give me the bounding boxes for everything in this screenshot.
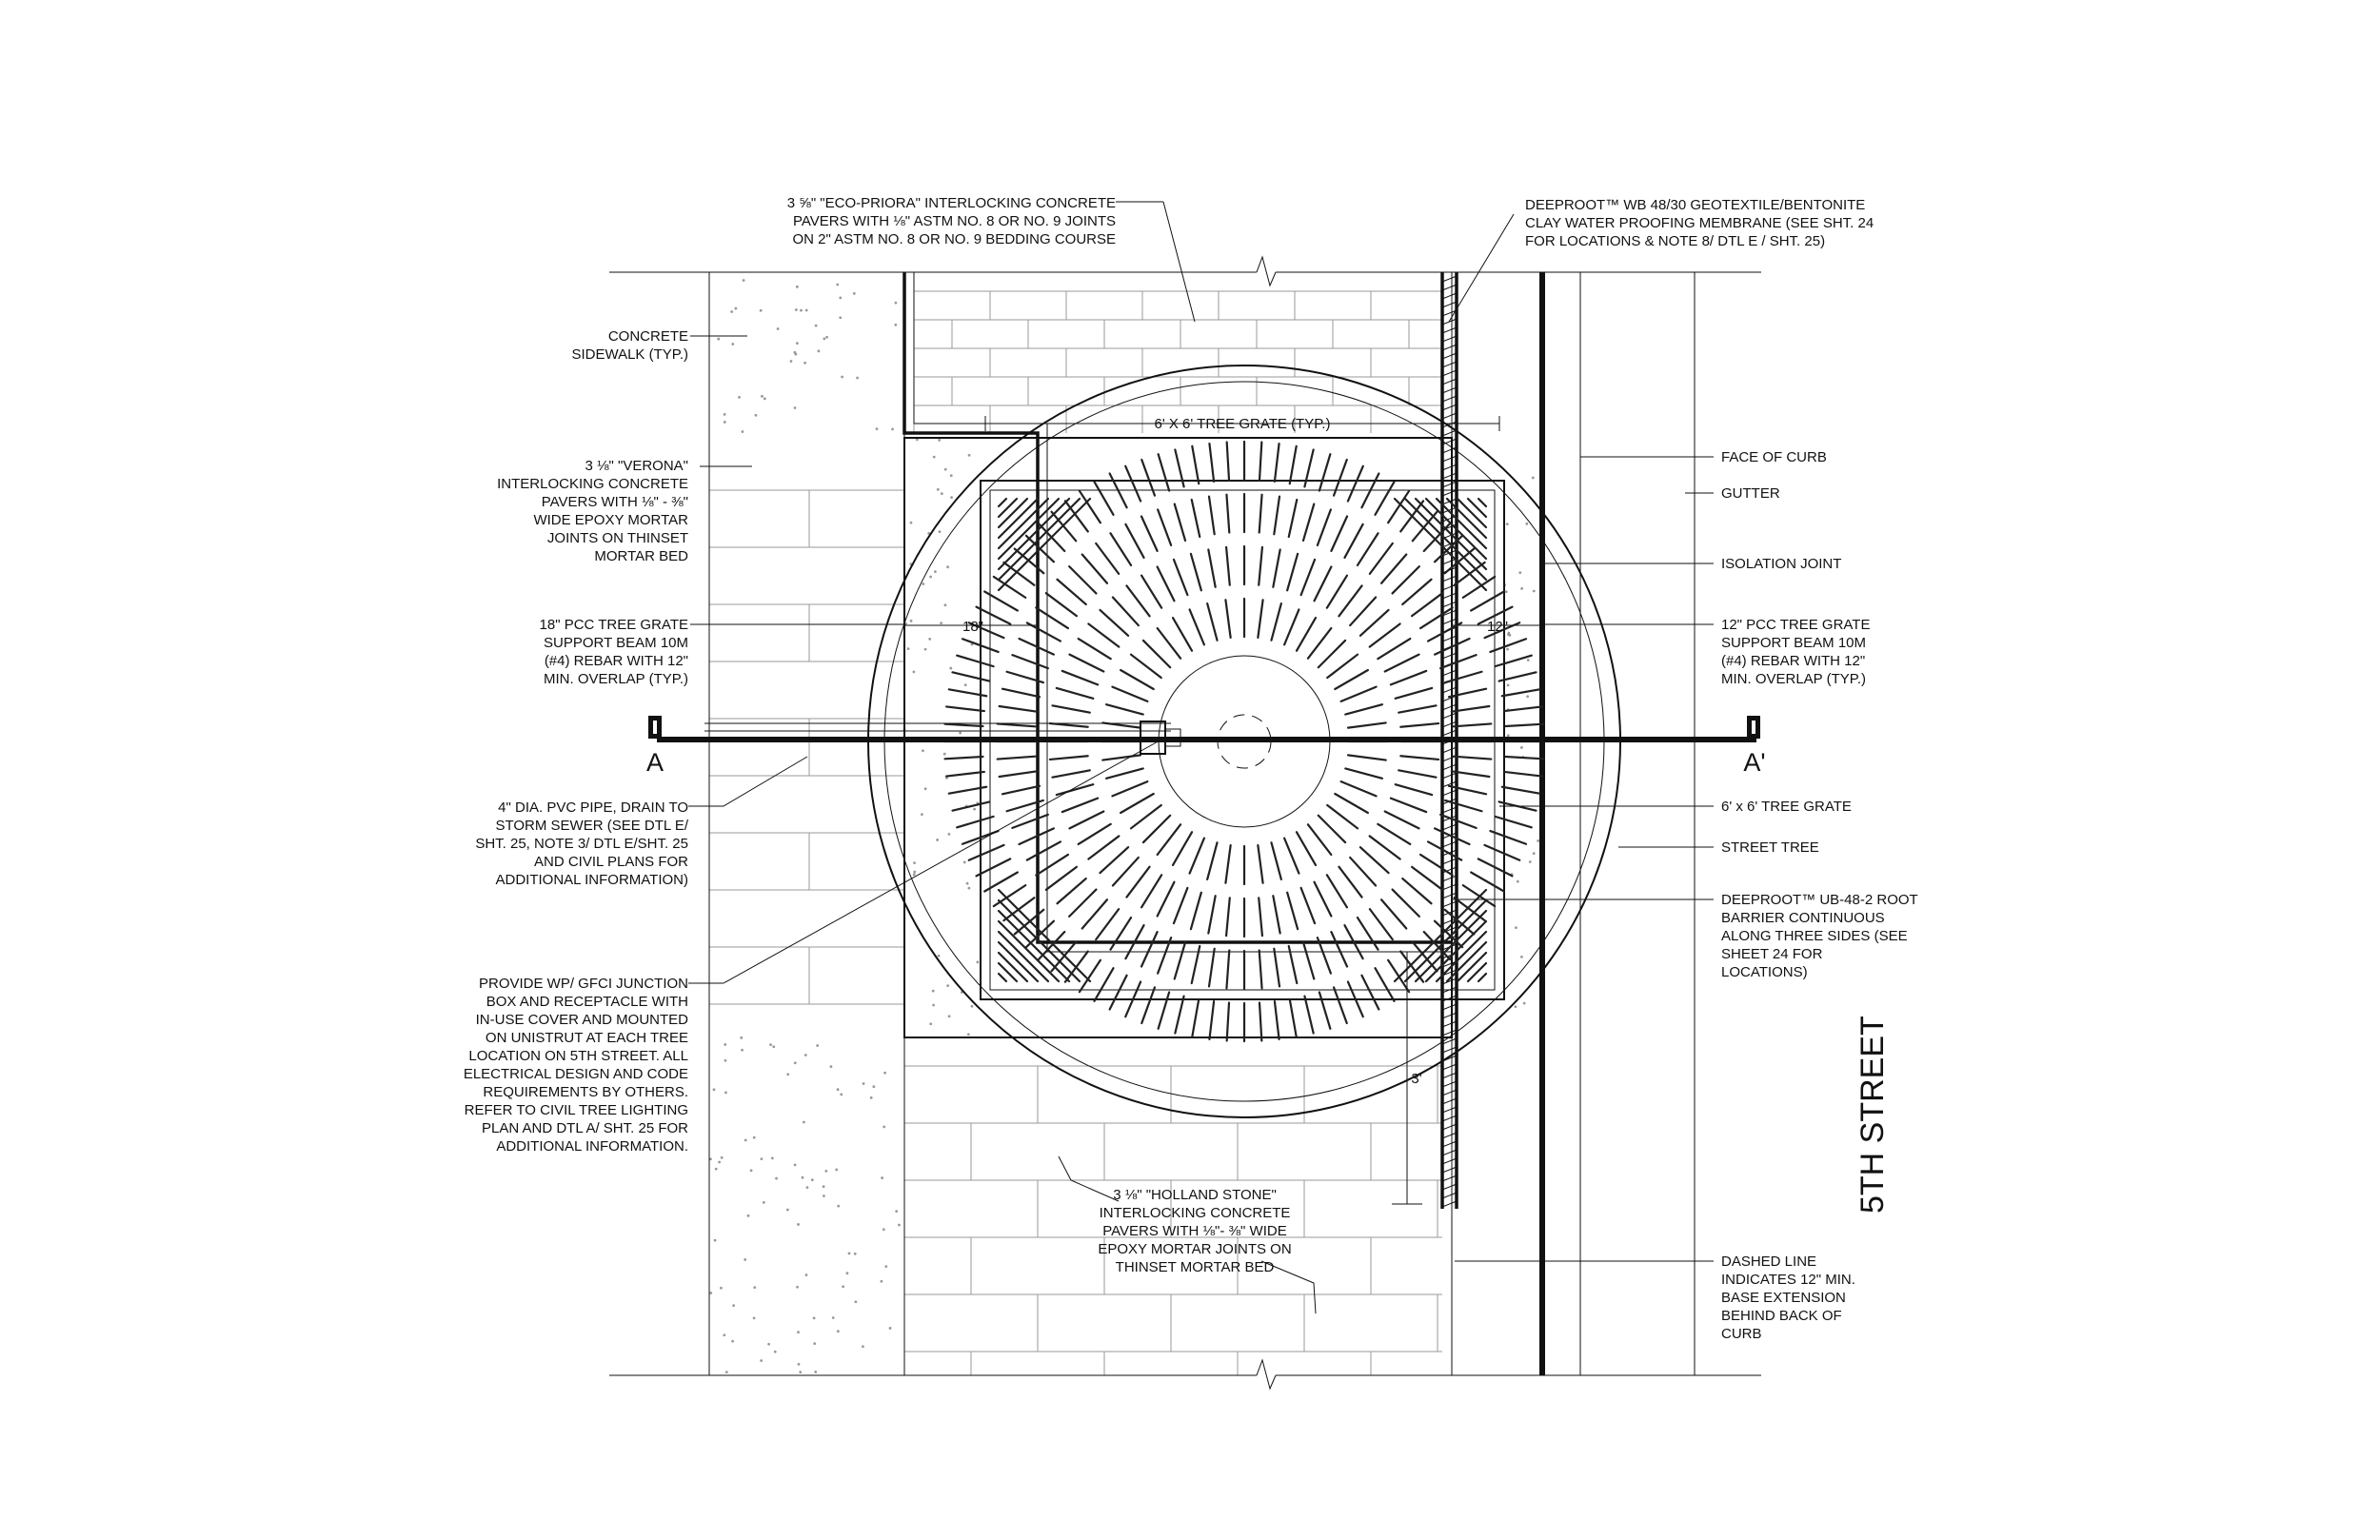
note-gutter: GUTTER bbox=[1721, 485, 1780, 502]
svg-text:INDICATES 12" MIN.: INDICATES 12" MIN. bbox=[1721, 1272, 1855, 1288]
svg-text:3 ⅝" "ECO-PRIORA" INTERLOCKING: 3 ⅝" "ECO-PRIORA" INTERLOCKING CONCRETE bbox=[787, 195, 1116, 211]
note-tree-grate: 6' x 6' TREE GRATE bbox=[1721, 799, 1852, 815]
verona-paver-band bbox=[709, 489, 904, 1005]
svg-text:GUTTER: GUTTER bbox=[1721, 485, 1780, 502]
svg-text:IN-USE COVER AND MOUNTED: IN-USE COVER AND MOUNTED bbox=[476, 1012, 689, 1028]
svg-text:CLAY WATER PROOFING MEMBRANE (: CLAY WATER PROOFING MEMBRANE (SEE SHT. 2… bbox=[1525, 215, 1874, 231]
svg-text:LOCATION ON 5TH STREET. ALL: LOCATION ON 5TH STREET. ALL bbox=[468, 1048, 688, 1064]
svg-text:6' x 6' TREE GRATE: 6' x 6' TREE GRATE bbox=[1721, 799, 1852, 815]
dimension-3-feet: 3' bbox=[1411, 1071, 1421, 1087]
dimension-12-inch: 12" bbox=[1487, 619, 1508, 635]
note-verona-pavers: 3 ⅛" "VERONA" INTERLOCKING CONCRETE PAVE… bbox=[497, 458, 688, 564]
holland-stone-paver-area bbox=[903, 1065, 1442, 1375]
svg-text:ELECTRICAL DESIGN AND CODE: ELECTRICAL DESIGN AND CODE bbox=[464, 1066, 688, 1082]
svg-text:ALONG THREE SIDES (SEE: ALONG THREE SIDES (SEE bbox=[1721, 928, 1908, 944]
svg-text:ON UNISTRUT AT EACH TREE: ON UNISTRUT AT EACH TREE bbox=[486, 1030, 688, 1046]
svg-text:BARRIER CONTINUOUS: BARRIER CONTINUOUS bbox=[1721, 910, 1885, 926]
svg-text:MORTAR BED: MORTAR BED bbox=[594, 548, 688, 564]
section-cut-line bbox=[648, 716, 1760, 755]
svg-text:ADDITIONAL INFORMATION.: ADDITIONAL INFORMATION. bbox=[496, 1138, 688, 1155]
svg-text:STORM SEWER (SEE DTL E/: STORM SEWER (SEE DTL E/ bbox=[495, 818, 688, 834]
concrete-sidewalk-area bbox=[709, 279, 1540, 1374]
svg-text:MIN. OVERLAP (TYP.): MIN. OVERLAP (TYP.) bbox=[1721, 671, 1866, 687]
note-holland-stone: 3 ⅛" "HOLLAND STONE" INTERLOCKING CONCRE… bbox=[1098, 1187, 1291, 1275]
svg-text:FOR LOCATIONS & NOTE 8/ DTL E: FOR LOCATIONS & NOTE 8/ DTL E / SHT. 25) bbox=[1525, 233, 1825, 249]
svg-text:FACE OF CURB: FACE OF CURB bbox=[1721, 449, 1827, 465]
svg-text:SUPPORT BEAM 10M: SUPPORT BEAM 10M bbox=[1721, 635, 1866, 651]
tree-grate-pattern bbox=[942, 440, 1546, 1043]
svg-text:3 ⅛" "VERONA": 3 ⅛" "VERONA" bbox=[585, 458, 688, 474]
svg-text:JOINTS ON THINSET: JOINTS ON THINSET bbox=[547, 530, 688, 546]
svg-text:INTERLOCKING CONCRETE: INTERLOCKING CONCRETE bbox=[497, 476, 688, 492]
dimension-lines bbox=[904, 416, 1542, 1205]
svg-text:THINSET MORTAR BED: THINSET MORTAR BED bbox=[1116, 1259, 1275, 1275]
note-dashed-line: DASHED LINE INDICATES 12" MIN. BASE EXTE… bbox=[1721, 1254, 1855, 1342]
note-pcc-12-support-beam: 12" PCC TREE GRATE SUPPORT BEAM 10M (#4)… bbox=[1721, 617, 1870, 687]
note-pcc-18-support-beam: 18" PCC TREE GRATE SUPPORT BEAM 10M (#4)… bbox=[540, 617, 688, 687]
grate-width-dimension: 6' X 6' TREE GRATE (TYP.) bbox=[1155, 416, 1331, 432]
svg-text:CURB: CURB bbox=[1721, 1326, 1762, 1342]
svg-text:(#4) REBAR WITH 12": (#4) REBAR WITH 12" bbox=[1721, 653, 1865, 669]
svg-text:PAVERS WITH ⅛" ASTM NO. 8 OR N: PAVERS WITH ⅛" ASTM NO. 8 OR NO. 9 JOINT… bbox=[793, 213, 1116, 229]
note-deeproot-ub: DEEPROOT™ UB-48-2 ROOT BARRIER CONTINUOU… bbox=[1721, 892, 1918, 980]
svg-text:SUPPORT BEAM 10M: SUPPORT BEAM 10M bbox=[544, 635, 688, 651]
svg-text:MIN. OVERLAP (TYP.): MIN. OVERLAP (TYP.) bbox=[544, 671, 688, 687]
note-deeproot-wb: DEEPROOT™ WB 48/30 GEOTEXTILE/BENTONITE … bbox=[1525, 197, 1874, 249]
leader-lines bbox=[688, 201, 1714, 1314]
note-pvc-pipe: 4" DIA. PVC PIPE, DRAIN TO STORM SEWER (… bbox=[475, 800, 689, 888]
svg-text:EPOXY MORTAR JOINTS ON: EPOXY MORTAR JOINTS ON bbox=[1098, 1241, 1291, 1257]
svg-text:BOX AND RECEPTACLE WITH: BOX AND RECEPTACLE WITH bbox=[486, 994, 688, 1010]
svg-text:STREET TREE: STREET TREE bbox=[1721, 839, 1819, 856]
note-concrete-sidewalk: CONCRETE SIDEWALK (TYP.) bbox=[571, 328, 688, 363]
svg-text:INTERLOCKING CONCRETE: INTERLOCKING CONCRETE bbox=[1100, 1205, 1291, 1221]
svg-text:18" PCC TREE GRATE: 18" PCC TREE GRATE bbox=[540, 617, 688, 633]
svg-text:ADDITIONAL INFORMATION): ADDITIONAL INFORMATION) bbox=[496, 872, 689, 888]
svg-text:12" PCC TREE GRATE: 12" PCC TREE GRATE bbox=[1721, 617, 1870, 633]
svg-text:CONCRETE: CONCRETE bbox=[608, 328, 688, 345]
svg-text:ISOLATION JOINT: ISOLATION JOINT bbox=[1721, 556, 1841, 572]
svg-text:DEEPROOT™ UB-48-2 ROOT: DEEPROOT™ UB-48-2 ROOT bbox=[1721, 892, 1918, 908]
street-label: 5TH STREET bbox=[1854, 1016, 1891, 1214]
svg-text:4" DIA. PVC PIPE, DRAIN TO: 4" DIA. PVC PIPE, DRAIN TO bbox=[498, 800, 688, 816]
svg-text:BEHIND BACK OF: BEHIND BACK OF bbox=[1721, 1308, 1842, 1324]
svg-text:WIDE EPOXY MORTAR: WIDE EPOXY MORTAR bbox=[533, 512, 688, 528]
svg-text:BASE EXTENSION: BASE EXTENSION bbox=[1721, 1290, 1846, 1306]
svg-text:ON 2" ASTM NO. 8 OR NO. 9 BEDD: ON 2" ASTM NO. 8 OR NO. 9 BEDDING COURSE bbox=[792, 231, 1116, 247]
svg-text:DASHED LINE: DASHED LINE bbox=[1721, 1254, 1816, 1270]
note-eco-priora: 3 ⅝" "ECO-PRIORA" INTERLOCKING CONCRETE … bbox=[787, 195, 1116, 247]
svg-text:REFER TO CIVIL TREE LIGHTING: REFER TO CIVIL TREE LIGHTING bbox=[465, 1102, 688, 1118]
section-label-a-prime: A' bbox=[1743, 748, 1765, 777]
svg-text:PAVERS WITH ⅛" - ⅜": PAVERS WITH ⅛" - ⅜" bbox=[542, 494, 688, 510]
note-face-of-curb: FACE OF CURB bbox=[1721, 449, 1827, 465]
svg-text:SHEET 24 FOR: SHEET 24 FOR bbox=[1721, 946, 1823, 962]
section-label-a: A bbox=[646, 748, 664, 777]
svg-text:LOCATIONS): LOCATIONS) bbox=[1721, 964, 1808, 980]
svg-text:SIDEWALK (TYP.): SIDEWALK (TYP.) bbox=[571, 346, 688, 363]
svg-text:SHT. 25, NOTE 3/ DTL E/SHT. 25: SHT. 25, NOTE 3/ DTL E/SHT. 25 bbox=[475, 836, 688, 852]
svg-text:(#4) REBAR WITH 12": (#4) REBAR WITH 12" bbox=[545, 653, 688, 669]
note-gfci-junction-box: PROVIDE WP/ GFCI JUNCTION BOX AND RECEPT… bbox=[464, 976, 688, 1155]
svg-text:PAVERS WITH ⅛"- ⅜" WIDE: PAVERS WITH ⅛"- ⅜" WIDE bbox=[1102, 1223, 1286, 1239]
svg-text:3 ⅛" "HOLLAND STONE": 3 ⅛" "HOLLAND STONE" bbox=[1113, 1187, 1277, 1203]
dimension-18-inch: 18" bbox=[962, 619, 983, 635]
note-isolation-joint: ISOLATION JOINT bbox=[1721, 556, 1841, 572]
svg-text:PROVIDE WP/ GFCI JUNCTION: PROVIDE WP/ GFCI JUNCTION bbox=[479, 976, 688, 992]
note-street-tree: STREET TREE bbox=[1721, 839, 1819, 856]
svg-text:AND CIVIL PLANS FOR: AND CIVIL PLANS FOR bbox=[534, 854, 688, 870]
svg-text:REQUIREMENTS BY OTHERS.: REQUIREMENTS BY OTHERS. bbox=[483, 1084, 688, 1100]
svg-text:DEEPROOT™ WB 48/30 GEOTEXTILE/: DEEPROOT™ WB 48/30 GEOTEXTILE/BENTONITE bbox=[1525, 197, 1865, 213]
svg-text:PLAN AND DTL A/ SHT. 25 FOR: PLAN AND DTL A/ SHT. 25 FOR bbox=[482, 1120, 688, 1136]
